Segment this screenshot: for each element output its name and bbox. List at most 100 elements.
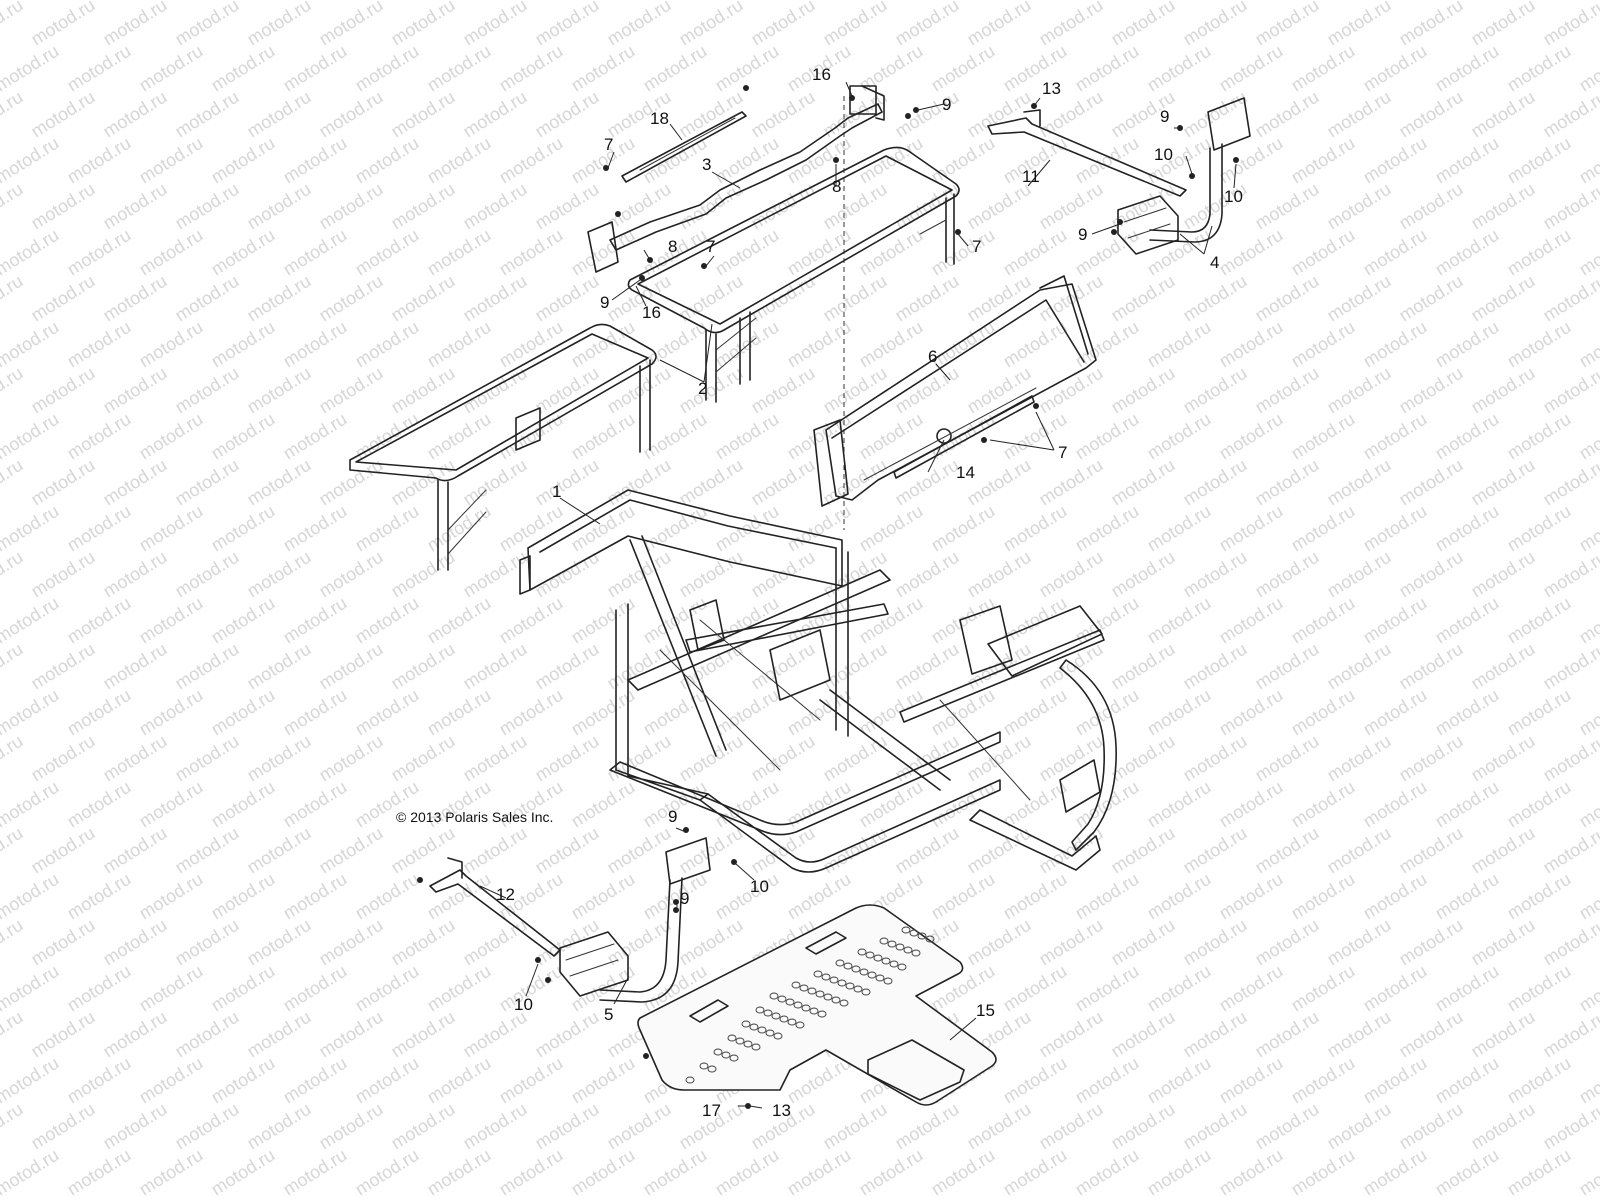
watermark-text: motod.ru bbox=[676, 915, 747, 970]
watermark-text: motod.ru bbox=[208, 685, 279, 740]
watermark-text: motod.ru bbox=[0, 179, 26, 234]
watermark-text: motod.ru bbox=[748, 363, 819, 418]
watermark-text: motod.ru bbox=[208, 1053, 279, 1108]
watermark-text: motod.ru bbox=[208, 1145, 279, 1200]
callout-6: 6 bbox=[928, 347, 937, 366]
part-6-dash-panel bbox=[813, 275, 1097, 507]
skid-plate-hole bbox=[785, 998, 795, 1006]
watermark-text: motod.ru bbox=[1000, 225, 1071, 280]
watermark-text: motod.ru bbox=[0, 1007, 26, 1062]
skid-plate-hole bbox=[925, 935, 935, 943]
watermark-text: motod.ru bbox=[460, 639, 531, 694]
watermark-text: motod.ru bbox=[0, 593, 62, 648]
watermark-text: motod.ru bbox=[100, 0, 171, 49]
watermark-text: motod.ru bbox=[388, 823, 459, 878]
skid-plate-hole bbox=[853, 985, 863, 993]
watermark-text: motod.ru bbox=[352, 593, 423, 648]
watermark-text: motod.ru bbox=[1216, 961, 1287, 1016]
watermark-text: motod.ru bbox=[640, 41, 711, 96]
skid-plate-hole bbox=[867, 971, 877, 979]
skid-plate-hole bbox=[735, 1037, 745, 1045]
skid-plate-hole bbox=[883, 977, 893, 985]
watermark-text: motod.ru bbox=[568, 133, 639, 188]
watermark-text: motod.ru bbox=[1360, 1145, 1431, 1200]
skid-plate-hole bbox=[815, 990, 825, 998]
watermark-text: motod.ru bbox=[208, 133, 279, 188]
watermark-text: motod.ru bbox=[1468, 823, 1539, 878]
watermark-text: motod.ru bbox=[1108, 639, 1179, 694]
watermark-text: motod.ru bbox=[28, 639, 99, 694]
watermark-text: motod.ru bbox=[280, 1145, 351, 1200]
watermark-text: motod.ru bbox=[1432, 685, 1503, 740]
watermark-text: motod.ru bbox=[1072, 593, 1143, 648]
watermark-text: motod.ru bbox=[460, 455, 531, 510]
watermark-text: motod.ru bbox=[0, 823, 26, 878]
part-14-flat-bar bbox=[893, 395, 1035, 479]
watermark-text: motod.ru bbox=[1288, 685, 1359, 740]
watermark-text: motod.ru bbox=[0, 317, 62, 372]
watermark-text: motod.ru bbox=[208, 41, 279, 96]
callout-9-c: 9 bbox=[1078, 225, 1087, 244]
watermark-text: motod.ru bbox=[352, 685, 423, 740]
watermark-text: motod.ru bbox=[1504, 1145, 1575, 1200]
watermark-text: motod.ru bbox=[748, 0, 819, 49]
watermark-text: motod.ru bbox=[964, 915, 1035, 970]
watermark-text: motod.ru bbox=[1108, 1099, 1179, 1154]
watermark-text: motod.ru bbox=[64, 777, 135, 832]
watermark-text: motod.ru bbox=[0, 501, 62, 556]
watermark-text: motod.ru bbox=[280, 685, 351, 740]
callout-9-b: 9 bbox=[600, 293, 609, 312]
watermark-text: motod.ru bbox=[136, 777, 207, 832]
watermark-text: motod.ru bbox=[352, 409, 423, 464]
skid-plate-hole bbox=[769, 992, 779, 1000]
watermark-text: motod.ru bbox=[496, 41, 567, 96]
skid-plate-hole bbox=[799, 984, 809, 992]
skid-plate-hole bbox=[809, 1007, 819, 1015]
skid-plate-hole bbox=[807, 987, 817, 995]
watermark-text: motod.ru bbox=[208, 593, 279, 648]
watermark-text: motod.ru bbox=[1216, 133, 1287, 188]
watermark-text: motod.ru bbox=[1468, 271, 1539, 326]
watermark-text: motod.ru bbox=[1432, 409, 1503, 464]
watermark-text: motod.ru bbox=[1540, 271, 1600, 326]
watermark-text: motod.ru bbox=[136, 593, 207, 648]
watermark-text: motod.ru bbox=[604, 731, 675, 786]
watermark-text: motod.ru bbox=[1540, 1099, 1600, 1154]
watermark-text: motod.ru bbox=[1000, 961, 1071, 1016]
watermark-text: motod.ru bbox=[1432, 133, 1503, 188]
watermark-text: motod.ru bbox=[784, 685, 855, 740]
watermark-text: motod.ru bbox=[532, 455, 603, 510]
skid-plate-hole bbox=[887, 940, 897, 948]
watermark-text: motod.ru bbox=[244, 915, 315, 970]
watermark-text: motod.ru bbox=[244, 823, 315, 878]
skid-plate-hole bbox=[757, 1026, 767, 1034]
watermark-text: motod.ru bbox=[0, 731, 26, 786]
callout-10-d: 10 bbox=[514, 995, 533, 1014]
watermark-text: motod.ru bbox=[820, 547, 891, 602]
watermark-text: motod.ru bbox=[964, 823, 1035, 878]
watermark-text: motod.ru bbox=[496, 133, 567, 188]
watermark-text: motod.ru bbox=[1036, 455, 1107, 510]
watermark-text: motod.ru bbox=[604, 1099, 675, 1154]
watermark-text: motod.ru bbox=[1360, 961, 1431, 1016]
watermark-text: motod.ru bbox=[1108, 731, 1179, 786]
watermark-text: motod.ru bbox=[1180, 87, 1251, 142]
watermark-text: motod.ru bbox=[0, 409, 62, 464]
callout-16-b: 16 bbox=[642, 303, 661, 322]
watermark-text: motod.ru bbox=[1540, 87, 1600, 142]
watermark-text: motod.ru bbox=[424, 133, 495, 188]
watermark-text: motod.ru bbox=[856, 593, 927, 648]
watermark-text: motod.ru bbox=[172, 0, 243, 49]
watermark-text: motod.ru bbox=[1396, 1007, 1467, 1062]
watermark-text: motod.ru bbox=[1036, 731, 1107, 786]
skid-plate-hole bbox=[909, 929, 919, 937]
watermark-text: motod.ru bbox=[28, 731, 99, 786]
watermark-text: motod.ru bbox=[820, 179, 891, 234]
watermark-text: motod.ru bbox=[856, 685, 927, 740]
watermark-text: motod.ru bbox=[1576, 777, 1600, 832]
skid-plate-hole bbox=[857, 948, 867, 956]
watermark-text: motod.ru bbox=[532, 271, 603, 326]
watermark-text: motod.ru bbox=[1180, 823, 1251, 878]
skid-plate-hole bbox=[779, 1015, 789, 1023]
part-18-rail-strip bbox=[621, 111, 747, 183]
